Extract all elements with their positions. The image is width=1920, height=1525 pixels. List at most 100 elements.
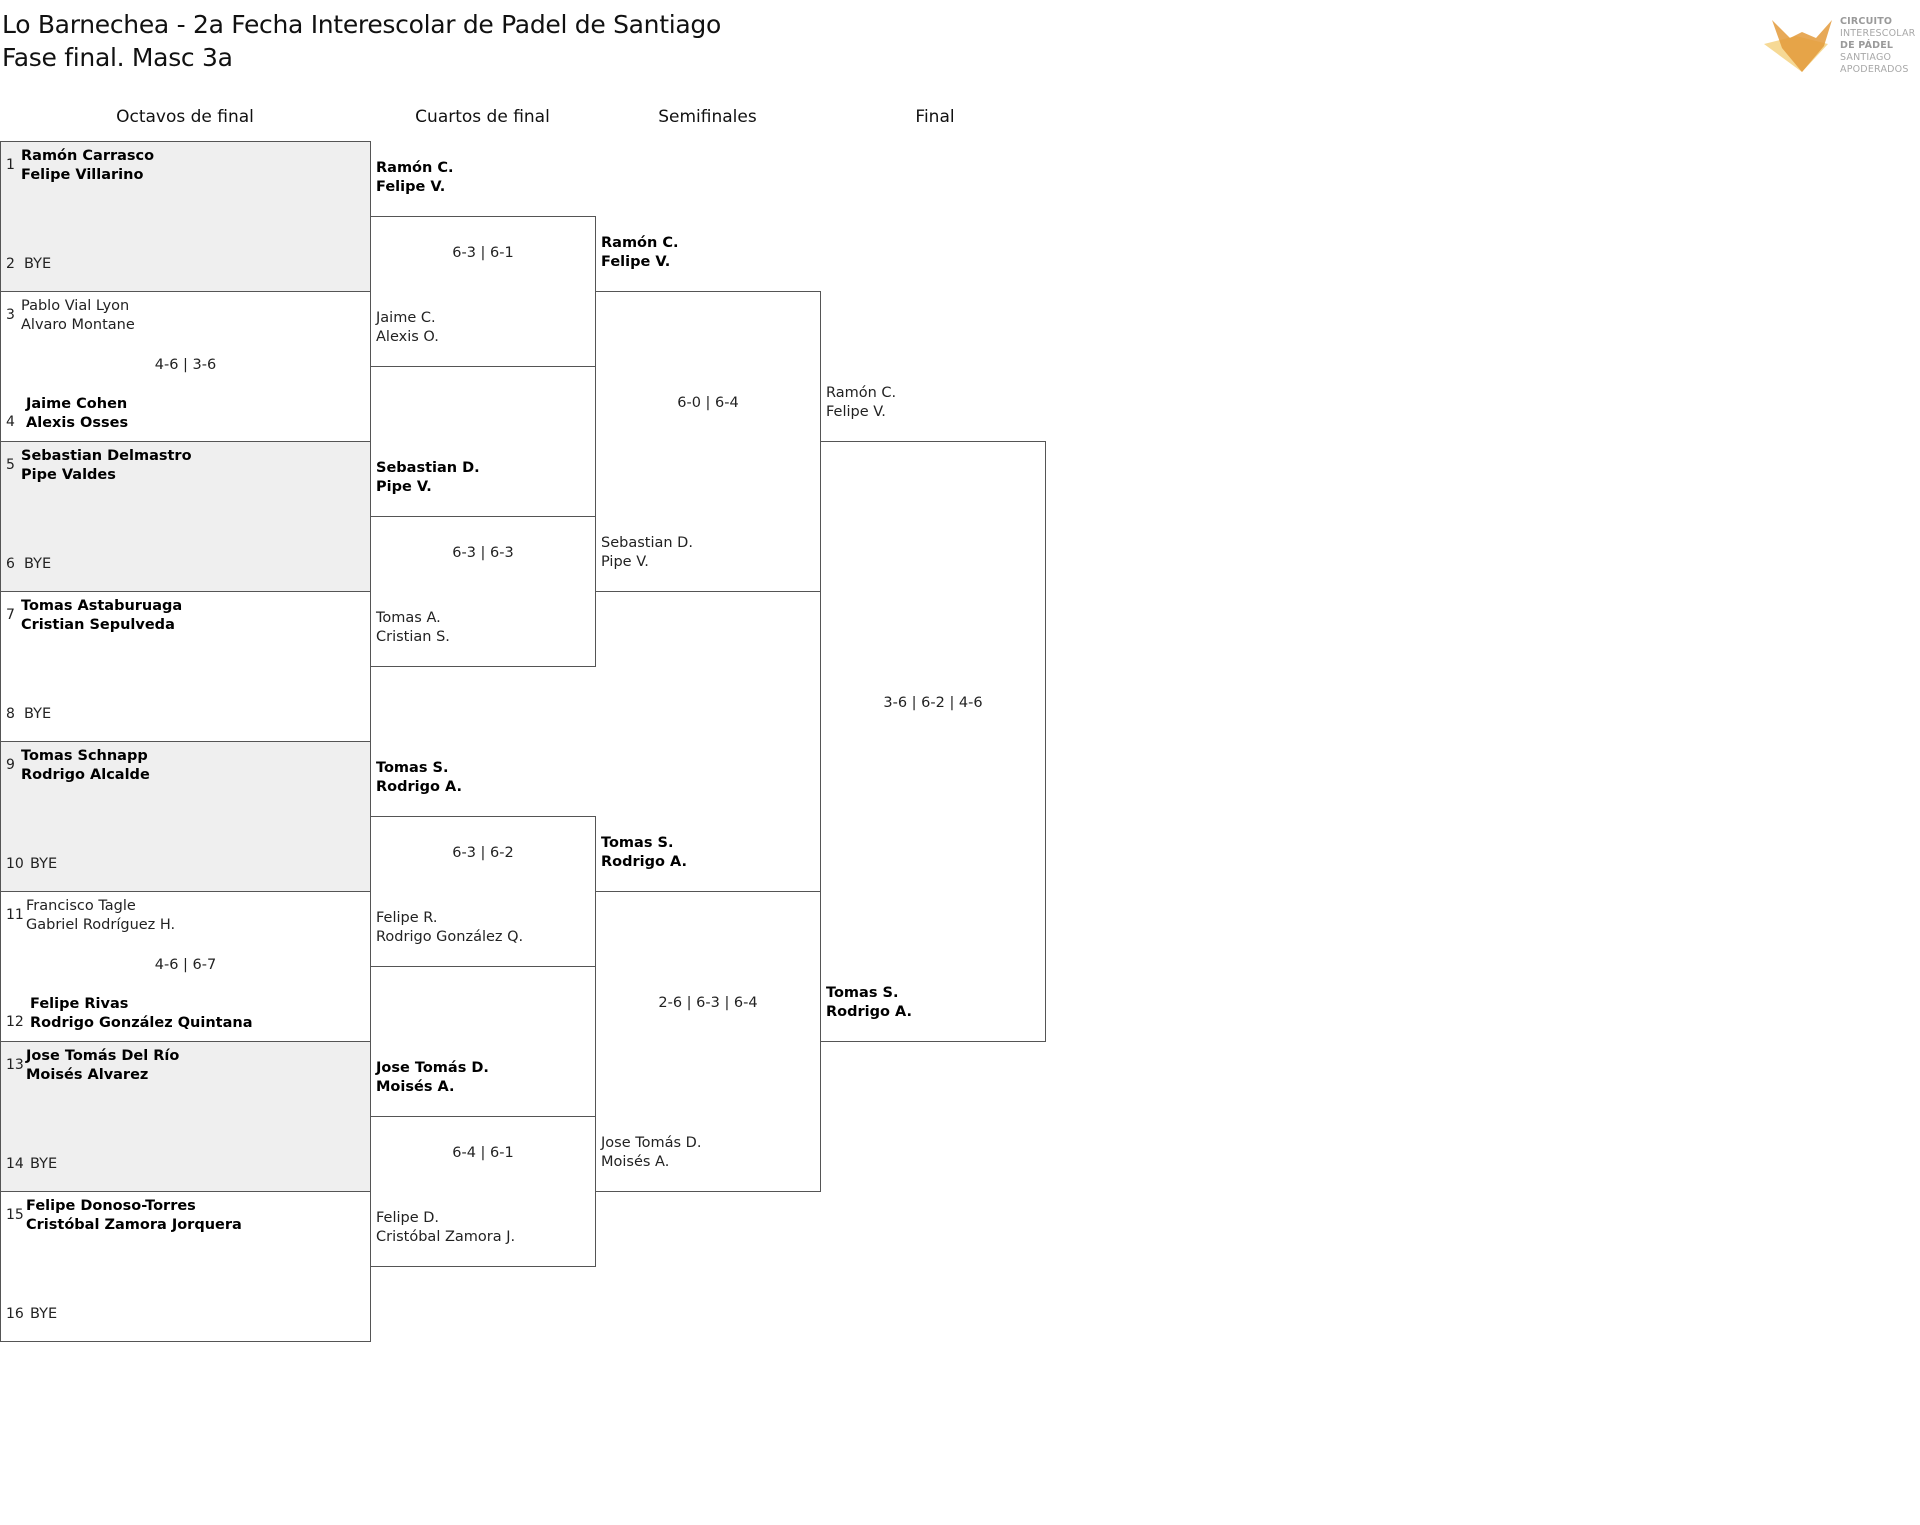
player-2: Pipe Valdes xyxy=(21,467,116,483)
team-entry: Tomas S. Rodrigo A. xyxy=(376,759,462,797)
player-2: Cristian Sepulveda xyxy=(21,617,175,633)
match-score: 4-6 | 3-6 xyxy=(154,357,217,373)
match-score: 4-6 | 6-7 xyxy=(154,957,217,973)
player-1: Jose Tomás D. xyxy=(601,1135,702,1151)
round-header-cuartos: Cuartos de final xyxy=(415,107,550,127)
player-2: Alexis Osses xyxy=(26,415,129,431)
player-1: Tomas S. xyxy=(826,985,899,1001)
match-score: 6-0 | 6-4 xyxy=(677,395,739,411)
bye-entry: BYE xyxy=(30,1156,58,1172)
player-2: Rodrigo A. xyxy=(376,779,463,795)
match-score: 6-4 | 6-1 xyxy=(452,1145,514,1161)
page-subtitle: Fase final. Masc 3a xyxy=(2,43,233,72)
match-score: 6-3 | 6-3 xyxy=(452,545,514,561)
seed-number: 10 xyxy=(6,856,24,872)
bye-entry: BYE xyxy=(24,556,52,572)
round-header-octavos: Octavos de final xyxy=(116,107,254,127)
match-score: 6-3 | 6-2 xyxy=(452,845,514,861)
seed-number: 16 xyxy=(6,1306,24,1322)
seed-number: 15 xyxy=(6,1207,24,1223)
match-box-octavos xyxy=(0,441,371,592)
player-2: Rodrigo Alcalde xyxy=(21,767,150,783)
player-1: Jose Tomás D. xyxy=(376,1060,489,1076)
player-1: Felipe R. xyxy=(376,910,438,926)
seed-number: 8 xyxy=(6,706,15,722)
player-1: Sebastian D. xyxy=(376,460,480,476)
player-1: Jose Tomás Del Río xyxy=(26,1048,180,1064)
team-entry: Ramón C. Felipe V. xyxy=(376,159,454,197)
seed-number: 2 xyxy=(6,256,15,272)
team-entry: Jose Tomás D.Moisés A. xyxy=(601,1134,701,1172)
player-2: Cristóbal Zamora J. xyxy=(376,1229,516,1245)
team-entry: Sebastian D.Pipe V. xyxy=(601,534,693,572)
player-1: Tomas S. xyxy=(601,835,674,851)
team-entry: Tomas S. Rodrigo A. xyxy=(601,834,687,872)
seed-number: 1 xyxy=(6,157,15,173)
seed-number: 4 xyxy=(6,414,15,430)
player-2: Moisés Alvarez xyxy=(26,1067,149,1083)
bye-entry: BYE xyxy=(24,256,52,272)
player-2: Rodrigo González Q. xyxy=(376,929,524,945)
player-2: Alexis O. xyxy=(376,329,439,345)
seed-number: 6 xyxy=(6,556,15,572)
player-1: Felipe Rivas xyxy=(30,996,129,1012)
player-1: Tomas S. xyxy=(376,760,449,776)
bye-entry: BYE xyxy=(30,1306,58,1322)
player-1: Jaime Cohen xyxy=(26,396,128,412)
player-1: Ramón Carrasco xyxy=(21,148,155,164)
team-entry: Jose Tomás D.Moisés A. xyxy=(376,1059,489,1097)
player-1: Ramón C. xyxy=(376,160,454,176)
player-1: Tomas Schnapp xyxy=(21,748,148,764)
fox-logo-icon xyxy=(1764,20,1832,72)
player-2: Cristóbal Zamora Jorquera xyxy=(26,1217,242,1233)
player-1: Sebastian D. xyxy=(601,535,693,551)
team-entry: Tomas S.Rodrigo A. xyxy=(826,984,912,1022)
player-1: Jaime C. xyxy=(376,310,436,326)
team-entry: Tomas A.Cristian S. xyxy=(376,609,450,647)
team-entry: Felipe D. Cristóbal Zamora J. xyxy=(376,1209,515,1247)
player-2: Alvaro Montane xyxy=(21,317,135,333)
player-2: Felipe Villarino xyxy=(21,167,144,183)
player-1: Felipe Donoso-Torres xyxy=(26,1198,196,1214)
player-2: Rodrigo González Quintana xyxy=(30,1015,253,1031)
seed-number: 11 xyxy=(6,907,24,923)
player-2: Cristian S. xyxy=(376,629,450,645)
seed-number: 3 xyxy=(6,307,15,323)
round-header-final: Final xyxy=(915,107,955,127)
team-entry: Jaime C. Alexis O. xyxy=(376,309,439,347)
player-1: Ramón C. xyxy=(826,385,897,401)
player-1: Felipe D. xyxy=(376,1210,440,1226)
page-title: Lo Barnechea - 2a Fecha Interescolar de … xyxy=(2,10,721,39)
match-connector-final xyxy=(820,441,1046,1042)
round-header-semifinales: Semifinales xyxy=(658,107,757,127)
player-2: Felipe V. xyxy=(376,179,446,195)
match-box-octavos xyxy=(0,741,371,892)
player-2: Pipe V. xyxy=(376,479,432,495)
player-2: Rodrigo A. xyxy=(601,854,688,870)
seed-number: 7 xyxy=(6,607,15,623)
player-1: Sebastian Delmastro xyxy=(21,448,192,464)
seed-number: 14 xyxy=(6,1156,24,1172)
player-2: Gabriel Rodríguez H. xyxy=(26,917,176,933)
player-2: Felipe V. xyxy=(601,254,671,270)
match-box-octavos xyxy=(0,1041,371,1192)
player-1: Ramón C. xyxy=(601,235,679,251)
player-1: Francisco Tagle xyxy=(26,898,136,914)
seed-number: 12 xyxy=(6,1014,24,1030)
player-2: Felipe V. xyxy=(826,404,886,420)
player-1: Pablo Vial Lyon xyxy=(21,298,130,314)
seed-number: 13 xyxy=(6,1057,24,1073)
logo-text: CIRCUITO INTERESCOLAR DE PÁDEL SANTIAGO … xyxy=(1840,16,1916,75)
team-entry: Ramón C. Felipe V. xyxy=(601,234,679,272)
team-entry: Sebastian D. Pipe V. xyxy=(376,459,480,497)
bye-entry: BYE xyxy=(30,856,58,872)
